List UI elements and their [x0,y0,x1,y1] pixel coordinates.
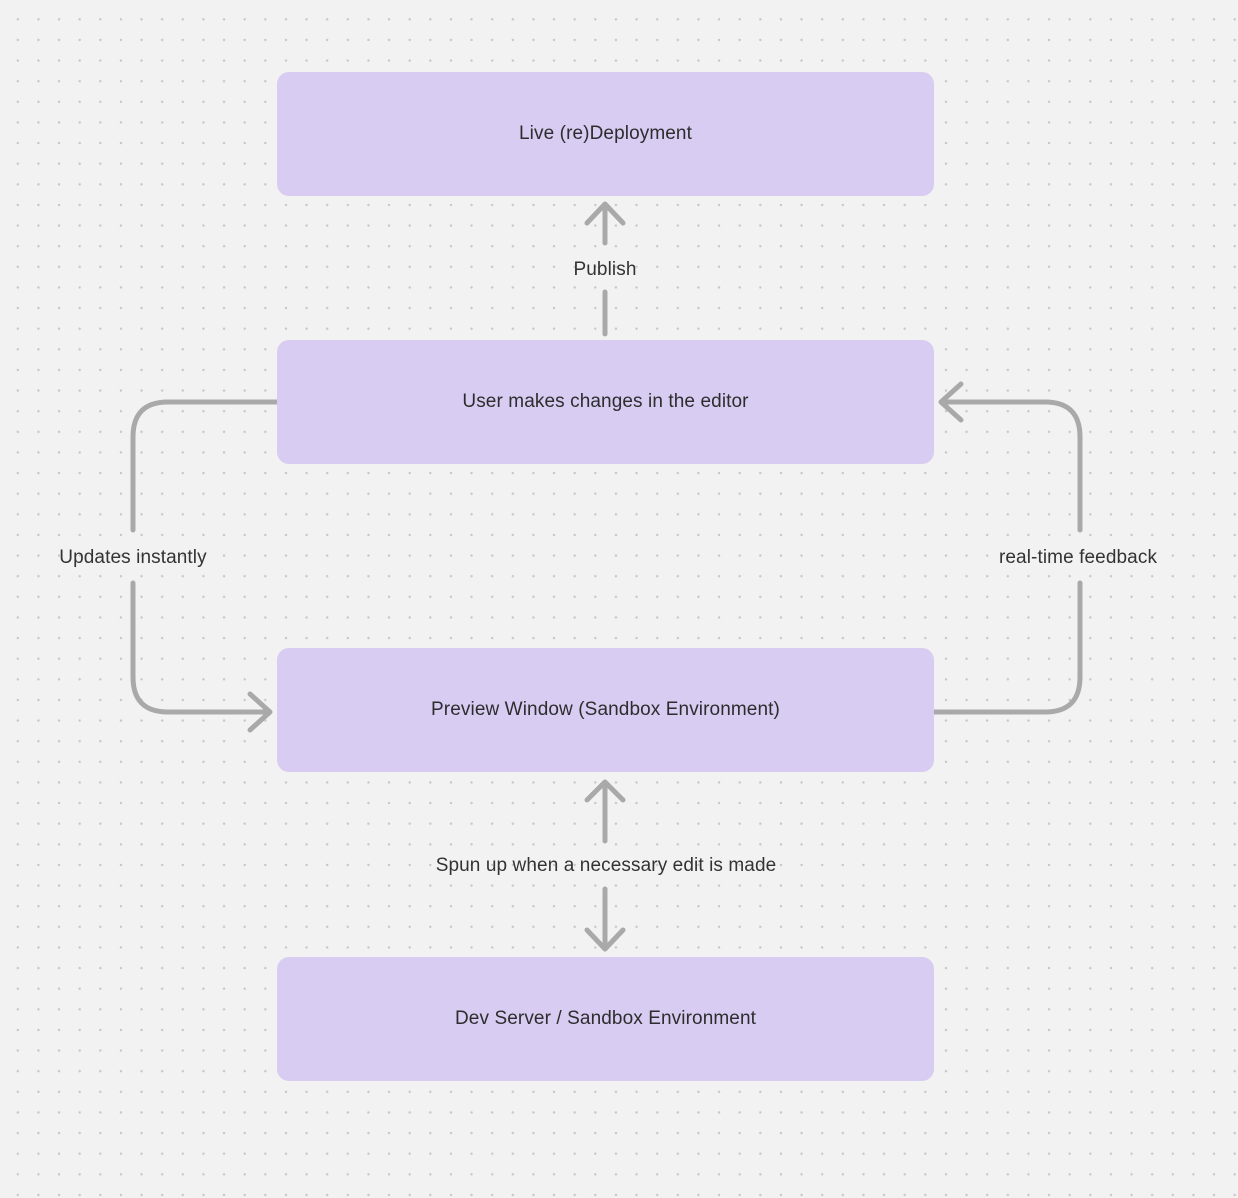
realtime-feedback-arrow-lower [931,580,1083,715]
edge-label-updates-instantly: Updates instantly [59,547,207,568]
node-live-deployment: Live (re)Deployment [277,72,934,196]
node-dev-server: Dev Server / Sandbox Environment [277,957,934,1081]
node-dev-server-label: Dev Server / Sandbox Environment [454,1008,756,1029]
realtime-feedback-arrow-upper [938,381,1083,533]
node-preview-window-label: Preview Window (Sandbox Environment) [431,699,780,720]
node-editor-changes-label: User makes changes in the editor [462,391,749,412]
updates-instantly-arrow-upper [130,399,280,533]
edge-label-realtime-feedback: real-time feedback [998,547,1158,568]
publish-arrow-head-segment [584,201,626,246]
node-preview-window: Preview Window (Sandbox Environment) [277,648,934,772]
node-editor-changes: User makes changes in the editor [277,340,934,464]
edge-label-spun-up: Spun up when a necessary edit is made [435,855,777,876]
edge-label-publish: Publish [573,259,637,280]
updates-instantly-arrow-lower [130,580,273,733]
node-live-deployment-label: Live (re)Deployment [519,123,692,144]
spun-up-arrow-up [584,779,626,844]
spun-up-arrow-down [584,886,626,952]
